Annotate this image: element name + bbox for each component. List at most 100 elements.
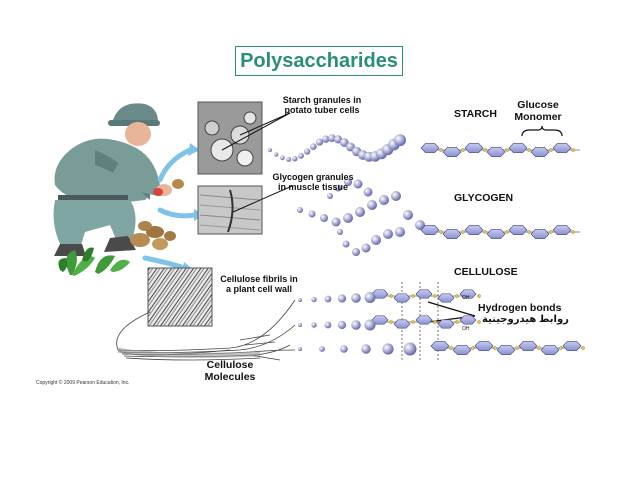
- starch-bead: [292, 155, 298, 162]
- oxygen-atom: [549, 148, 553, 152]
- oh-label-top: OH: [462, 295, 470, 301]
- oxygen-atom: [433, 320, 437, 324]
- glycogen-bead: [383, 229, 393, 239]
- glycogen-granules-line2: in muscle tissue: [277, 182, 349, 192]
- starch-bead: [304, 148, 311, 155]
- glycogen-bead: [403, 210, 413, 220]
- glucose-ring: [437, 319, 455, 329]
- glucose-monomer-line2: Monomer: [514, 111, 562, 123]
- cellulose-fibrils-line2: a plant cell wall: [225, 284, 293, 294]
- glucose-ring: [540, 344, 560, 356]
- glucose-ring: [437, 293, 455, 303]
- cellulose-bead: [319, 346, 325, 352]
- cellulose-micrograph: [147, 267, 213, 327]
- glycogen-bead: [337, 229, 343, 235]
- cellulose-bead: [298, 323, 302, 327]
- potato-icon: [153, 188, 163, 196]
- oxygen-atom: [493, 346, 497, 350]
- oxygen-atom: [411, 294, 415, 298]
- cellulose-bead: [382, 343, 394, 355]
- starch-bead: [268, 148, 272, 152]
- oxygen-atom: [505, 230, 509, 234]
- starch-label: STARCH: [454, 108, 497, 120]
- glucose-chains: [268, 134, 585, 356]
- glycogen-granules-line1: Glycogen granules: [272, 172, 354, 182]
- page-title: Polysaccharides: [240, 49, 398, 72]
- starch-bead: [274, 152, 279, 157]
- monomer-brace: [521, 125, 563, 137]
- starch-granules-label: Starch granules in potato tuber cells: [278, 95, 366, 115]
- glycogen-bead: [355, 207, 365, 217]
- glucose-ring: [393, 293, 411, 303]
- oxygen-atom: [483, 230, 487, 234]
- oxygen-atom: [461, 230, 465, 234]
- glucose-ring: [415, 289, 433, 299]
- glucose-ring: [430, 340, 450, 352]
- glycogen-bead: [320, 214, 328, 222]
- glucose-ring: [420, 224, 440, 236]
- oxygen-atom: [471, 346, 475, 350]
- oxygen-atom: [483, 148, 487, 152]
- starch-bead: [298, 152, 304, 159]
- glucose-ring: [530, 146, 550, 158]
- cellulose-molecules-label: Cellulose Molecules: [198, 359, 262, 383]
- cellulose-bead: [298, 347, 302, 351]
- oxygen-atom: [571, 148, 575, 152]
- oxygen-atom: [581, 346, 585, 350]
- starch-bead: [328, 134, 336, 143]
- oh-label-bottom: OH: [462, 326, 470, 332]
- oxygen-atom: [433, 294, 437, 298]
- arrow-icon: [142, 147, 198, 271]
- cellulose-bead: [298, 298, 302, 302]
- potato-icon: [172, 179, 184, 189]
- glycogen-bead: [327, 193, 333, 199]
- oxygen-atom: [527, 230, 531, 234]
- glucose-ring: [508, 142, 528, 154]
- cellulose-bead: [340, 345, 348, 353]
- oxygen-atom: [571, 230, 575, 234]
- glucose-ring: [496, 344, 516, 356]
- oxygen-atom: [455, 320, 459, 324]
- cellulose-molecules-line2: Molecules: [204, 371, 256, 383]
- glucose-ring: [552, 142, 572, 154]
- glycogen-bead: [308, 210, 316, 218]
- glucose-ring: [393, 319, 411, 329]
- cellulose-bead: [361, 344, 371, 354]
- starch-bead: [310, 143, 317, 150]
- glycogen-bead: [352, 248, 360, 256]
- starch-granules-line2: potato tuber cells: [284, 105, 360, 115]
- oxygen-atom: [461, 148, 465, 152]
- oxygen-atom: [455, 294, 459, 298]
- glucose-monomer-line1: Glucose: [517, 99, 559, 111]
- cellulose-bead: [351, 320, 361, 330]
- glycogen-bead: [344, 178, 352, 186]
- starch-bead: [334, 135, 343, 144]
- starch-bead: [340, 138, 349, 147]
- glucose-ring: [459, 315, 477, 325]
- cellulose-bead: [337, 294, 347, 303]
- glycogen-micrograph: [197, 185, 263, 235]
- title-box: Polysaccharides: [235, 46, 403, 76]
- potato-pile: [130, 221, 176, 250]
- glycogen-bead: [353, 179, 363, 189]
- glucose-monomer-label: Glucose Monomer: [512, 99, 564, 123]
- oxygen-atom: [559, 346, 563, 350]
- glucose-ring: [464, 224, 484, 236]
- oxygen-atom: [549, 230, 553, 234]
- cellulose-bead: [324, 295, 332, 303]
- glycogen-bead: [371, 235, 381, 245]
- glycogen-bead: [343, 213, 353, 223]
- cellulose-label: CELLULOSE: [454, 266, 518, 278]
- glucose-ring: [452, 344, 472, 356]
- glucose-ring: [415, 315, 433, 325]
- cellulose-bead: [403, 342, 417, 356]
- starch-bead: [322, 135, 330, 143]
- oxygen-atom: [515, 346, 519, 350]
- oxygen-atom: [477, 294, 481, 298]
- starch-micrograph: [197, 101, 263, 175]
- glycogen-bead: [395, 227, 405, 237]
- glycogen-bead: [361, 243, 371, 253]
- glycogen-bead: [331, 217, 341, 227]
- glucose-ring: [442, 146, 462, 158]
